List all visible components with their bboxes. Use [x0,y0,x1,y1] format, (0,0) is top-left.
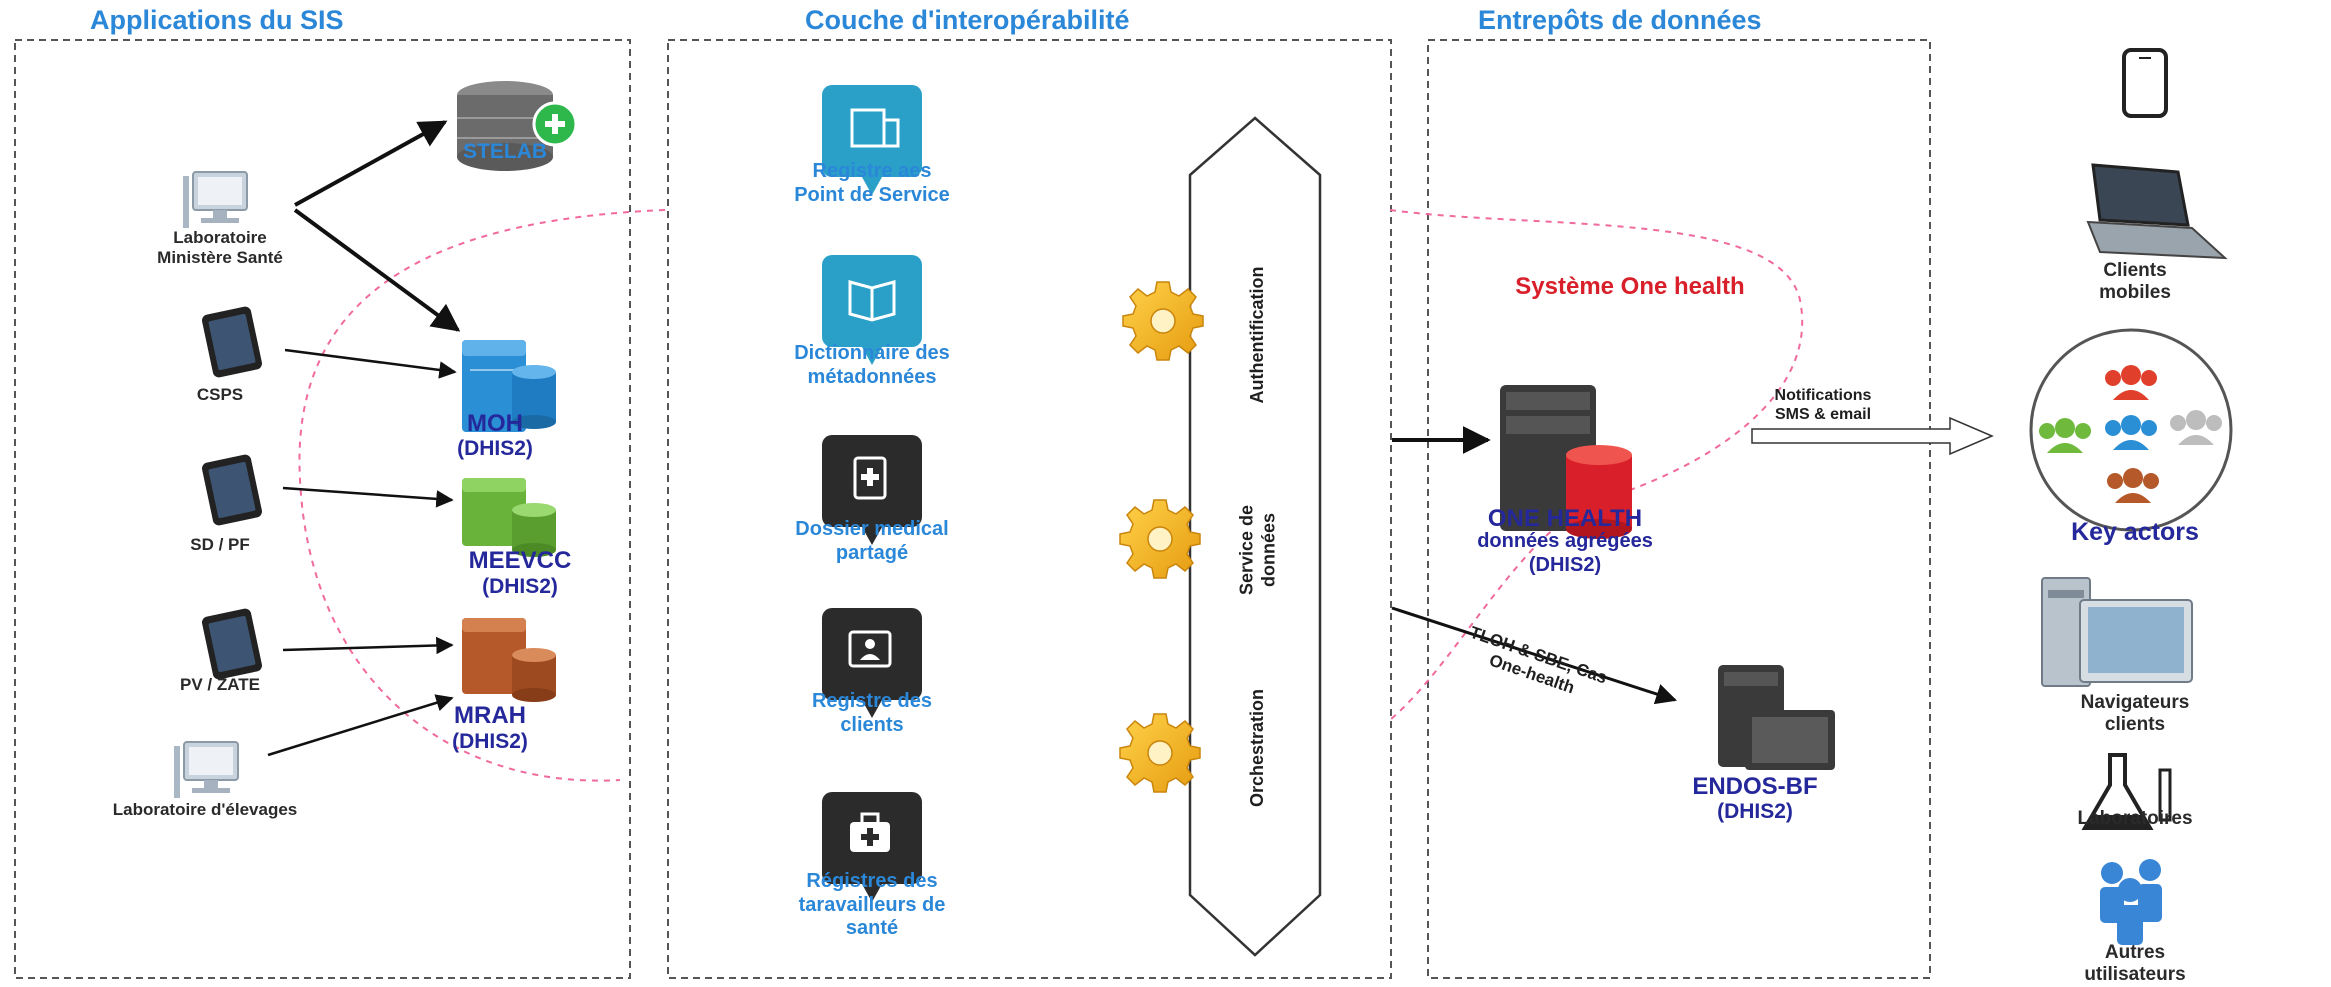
people-group-icon [2107,468,2159,503]
source-label-pv-zate: PV / ZATE [180,675,260,694]
stelab-database-icon [457,81,578,171]
interop-section-title: Couche d'interopérabilité [805,5,1130,35]
client-label-key-actors: Key actors [2071,518,2199,546]
one-health-boundary [298,209,666,782]
one-health-sub: données agrégées (DHIS2) [1477,530,1653,576]
client-label-others: Autres utilisateurs [2084,942,2186,986]
arrow-csps-to-moh [284,348,457,379]
client-label-browsers: Navigateurs clients [2080,692,2190,736]
db-label-moh: MOH [467,410,523,437]
service-bus-shape [1188,116,1322,957]
service-label-data: Service de données [1236,504,1278,596]
mrah-server-icon [462,618,556,702]
registry-label-point-service: Registre aes Point de Service [794,160,950,206]
db-sub-mrah: (DHIS2) [452,730,528,753]
people-group-icon [2170,410,2222,445]
desktop-computer-icon [173,741,239,799]
computer-workstation-icon [2041,577,2193,687]
db-label-stelab: STELAB [463,140,547,163]
building-icon [822,85,922,195]
client-label-labs: Laboratoires [2077,808,2193,829]
endos-server-icon [1718,665,1835,770]
arrow-sdpf-to-meevcc [282,486,454,508]
arrow-lab-to-moh [293,208,461,332]
interop-section-box [667,39,1392,979]
people-group-icon [2039,418,2091,453]
db-label-meevcc: MEEVCC [468,547,572,574]
tablet-icon [200,305,264,379]
gear-icon [1119,713,1201,793]
arrow-lab-to-stelab [294,120,448,207]
one-health-server-icon [1500,385,1632,539]
apps-section-box [14,39,631,979]
meevcc-server-icon [462,478,556,557]
registry-label-workers: Régistres des taravailleurs de santé [798,870,946,940]
tablet-icon [200,607,264,681]
notification-label: Notifications SMS & email [1774,387,1872,423]
endos-sub: (DHIS2) [1717,800,1793,823]
arrow-elevage-to-mrah [267,694,454,757]
notification-arrow [1751,416,1994,456]
lab-flask-icon [2081,753,2172,830]
one-health-system-title: Système One health [1515,273,1745,300]
client-card-icon [822,608,922,718]
people-group-icon [2105,415,2157,450]
service-label-orchestration: Orchestration [1247,688,1268,808]
laptop-icon [2086,163,2228,260]
registry-label-dossier: Dossier medical partagé [795,518,949,564]
medical-record-icon [822,435,922,545]
client-label-mobile: Clients mobiles [2099,260,2171,304]
arrow-pvzate-to-mrah [282,636,454,655]
source-label-sd-pf: SD / PF [190,535,250,554]
source-label-csps: CSPS [196,385,244,404]
arrow-interop-to-endos [1391,606,1677,705]
gear-icon [1119,499,1201,579]
endos-name: ENDOS-BF [1692,773,1818,800]
people-group-icon [2105,365,2157,400]
smartphone-icon [2122,48,2168,118]
key-actors-circle [2029,328,2233,532]
db-label-mrah: MRAH [454,702,526,729]
source-label-lab-ministere: Laboratoire Ministère Santé [157,228,283,268]
warehouse-section-title: Entrepôts de données [1478,5,1762,35]
tablet-icon [200,453,264,527]
one-health-boundary-right [1389,209,1804,721]
registry-label-clients: Registre des clients [811,690,933,736]
source-label-lab-elevages: Laboratoire d'élevages [112,800,298,819]
users-group-icon [2100,859,2162,945]
moh-server-icon [462,340,556,432]
db-sub-meevcc: (DHIS2) [482,575,558,598]
one-health-name: ONE HEALTH [1487,505,1643,532]
db-sub-moh: (DHIS2) [457,437,533,460]
service-label-auth: Authentification [1247,266,1268,404]
gear-icon [1122,281,1204,361]
book-icon [822,255,922,365]
medical-bag-icon [822,792,922,902]
registry-label-metadata: Dictionnaire des métadonnées [794,342,950,388]
desktop-computer-icon [182,171,248,229]
apps-section-title: Applications du SIS [90,5,344,35]
